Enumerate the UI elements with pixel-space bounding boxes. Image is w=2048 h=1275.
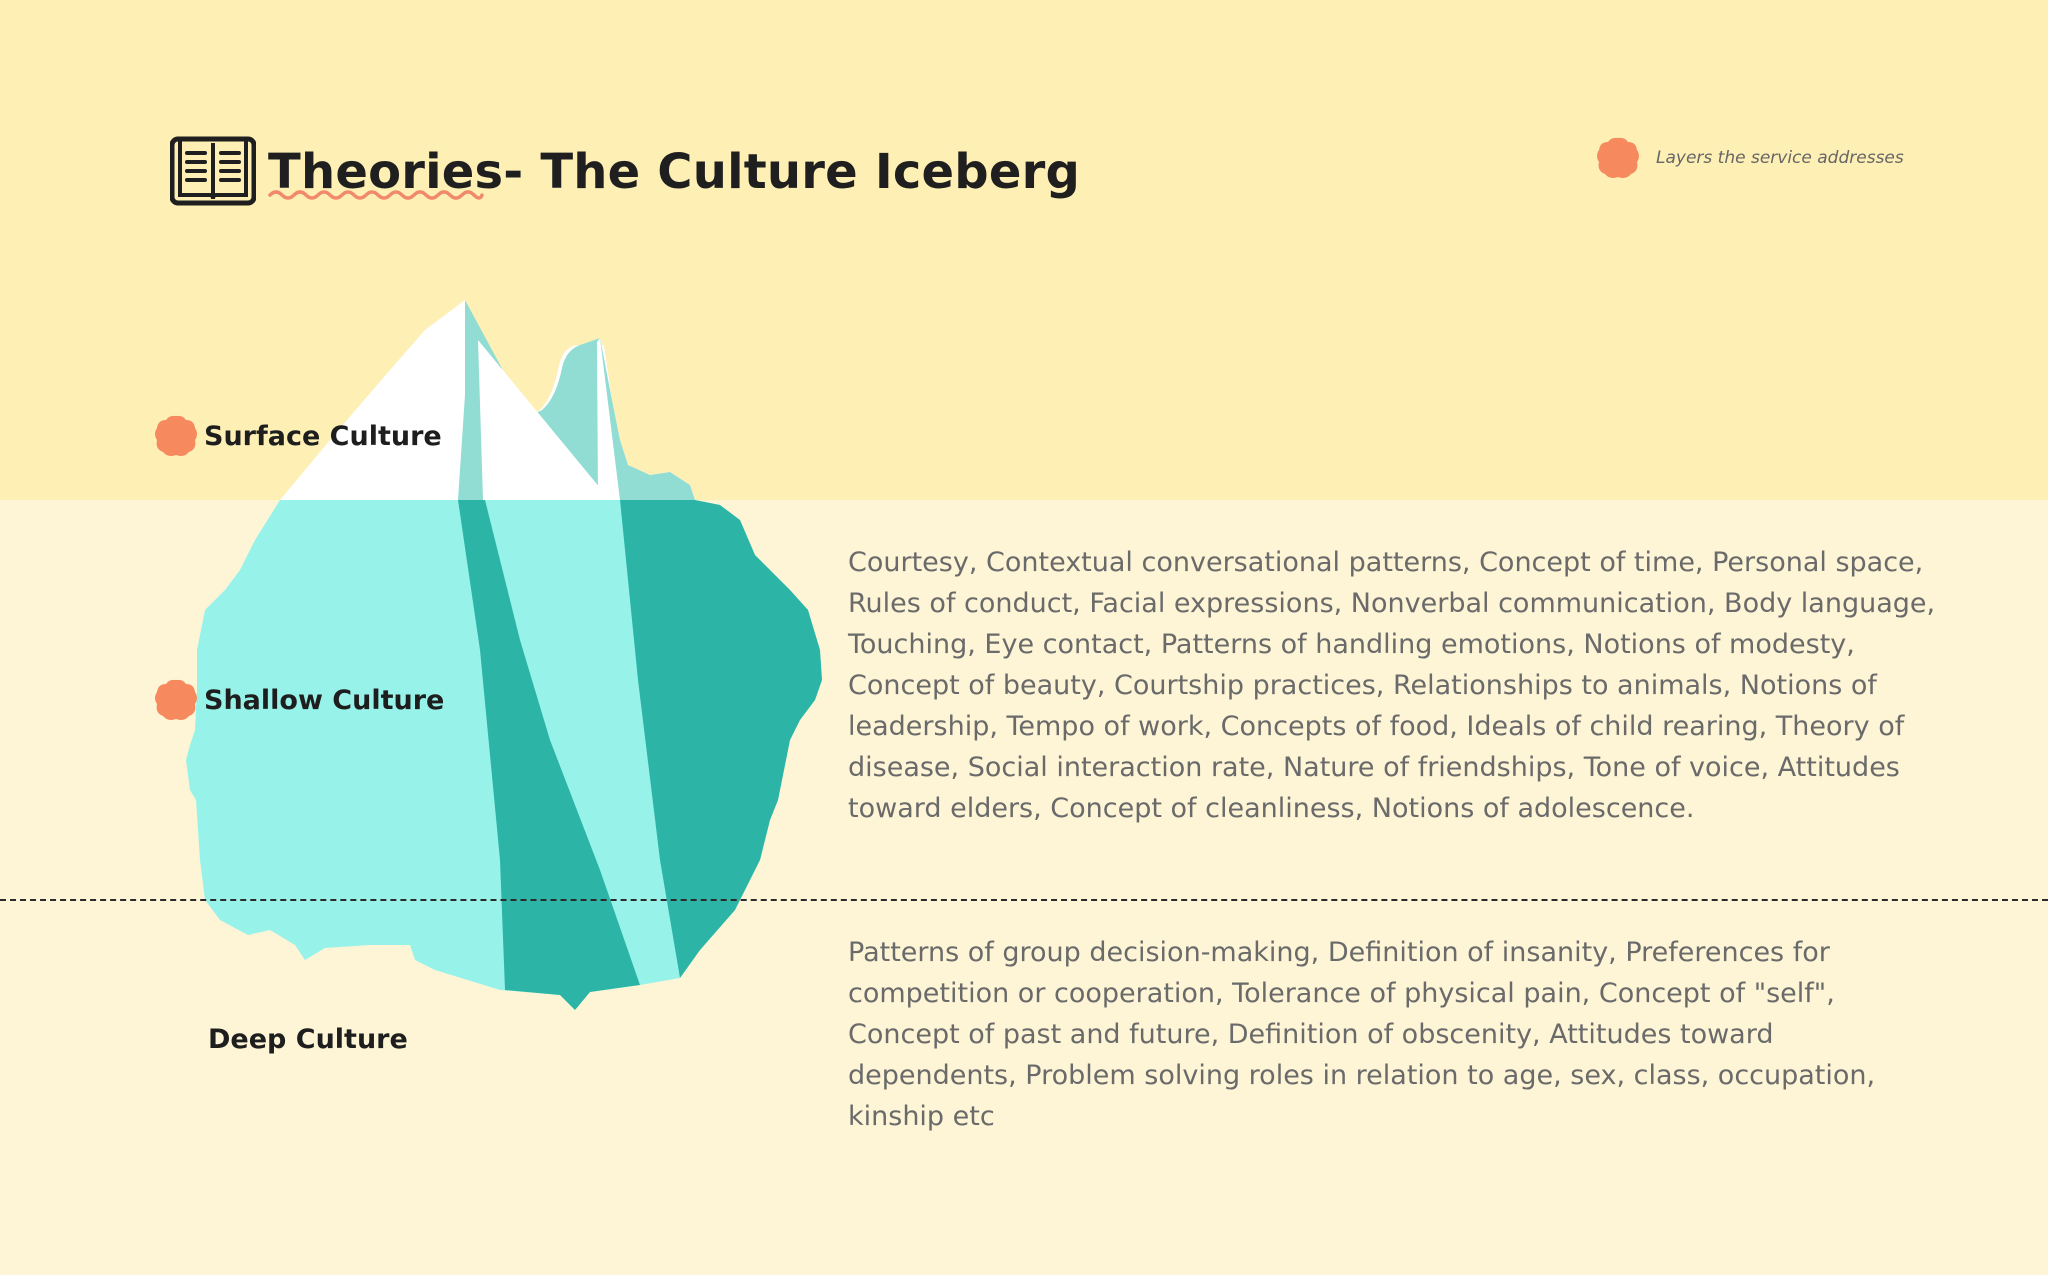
layer-label-shallow: Shallow Culture: [204, 684, 445, 716]
layer-marker-shallow: [155, 679, 197, 720]
title-squiggle: [268, 190, 484, 200]
layer-label-surface: Surface Culture: [204, 420, 442, 452]
dashed-divider: [0, 899, 2048, 901]
layer-marker-surface: [155, 415, 197, 456]
legend: Layers the service addresses: [1596, 136, 1904, 180]
iceberg-tip: [280, 300, 470, 500]
layer-label-deep: Deep Culture: [208, 1024, 408, 1055]
layer-shallow: Shallow Culture: [154, 678, 444, 722]
legend-marker: [1597, 137, 1639, 178]
sky-band: [0, 0, 2048, 500]
header: Theories- The Culture Iceberg: [170, 132, 1080, 212]
shallow-description: Courtesy, Contextual conversational patt…: [848, 547, 1936, 824]
page-title: Theories- The Culture Iceberg: [268, 144, 1081, 200]
deep-description: Patterns of group decision-making, Defin…: [848, 937, 1876, 1132]
layer-surface: Surface Culture: [154, 414, 442, 458]
open-book-icon: [170, 136, 256, 206]
layer-deep: Deep Culture: [208, 1024, 408, 1055]
legend-label: Layers the service addresses: [1656, 148, 1904, 168]
